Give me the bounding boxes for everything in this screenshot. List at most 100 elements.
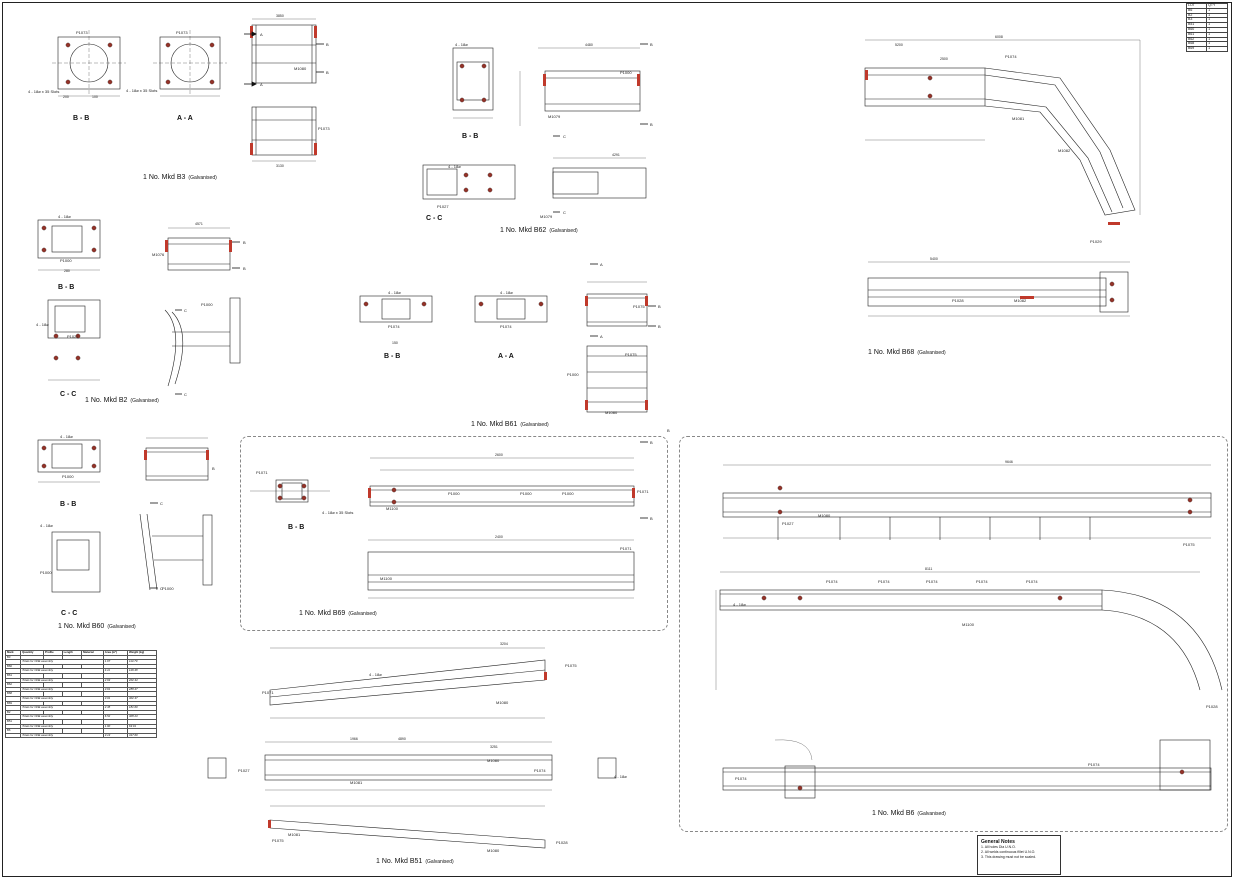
hole-callouts: 4 - 18ø x 35 Slots 4 - 18ø x 35 Slots 4 … — [28, 42, 746, 779]
b2-cc-title: C - C — [60, 391, 77, 398]
part-label: M1100 — [962, 622, 975, 627]
b61-section-aa — [474, 295, 548, 323]
dim-3850: 3850 — [276, 14, 284, 18]
b62-bb-title: B - B — [462, 133, 479, 140]
b62-section-bb — [452, 47, 494, 119]
hole-callout: 4 - 18ø — [455, 42, 468, 47]
part-label: P1073 — [176, 30, 188, 35]
dim-2500: 2500 — [940, 57, 948, 61]
b62-lower-elevation — [552, 157, 647, 199]
dim-3251: 3251 — [490, 745, 498, 749]
b61-aa-title: A - A — [498, 353, 514, 360]
dim-3130: 3130 — [276, 164, 284, 168]
part-label: M1080 — [496, 700, 509, 705]
marker-a: A — [600, 262, 603, 267]
b69-elevation-top — [369, 457, 635, 507]
part-label: P1073 — [318, 126, 330, 131]
b3-elevation-top — [251, 18, 317, 84]
dim-4480: 4480 — [585, 43, 593, 47]
marker-b: B — [212, 466, 215, 471]
part-label: M1079 — [548, 114, 561, 119]
hole-callout: 4 - 18ø x 35 Slots — [322, 510, 353, 515]
material-group-row: B61 — [4, 673, 157, 679]
dim-8111: 8111 — [925, 567, 932, 571]
part-label: P1074 — [1005, 54, 1017, 59]
part-label: P1074 — [1026, 579, 1038, 584]
b68-plan — [864, 39, 1141, 216]
part-label: P1074 — [500, 324, 512, 329]
b6-elevation-curved — [715, 571, 1223, 691]
b2-section-bb — [37, 219, 101, 271]
b69-panel — [240, 436, 668, 631]
part-label: P1000 — [40, 570, 52, 575]
note-item: 2. All welds continuous fillet U.N.O. — [981, 850, 1036, 854]
section-cut-markers — [150, 31, 656, 589]
part-label: P1074 — [878, 579, 890, 584]
marker-c: C — [563, 210, 566, 215]
note-item: 3. This drawing must not be scaled. — [981, 855, 1036, 859]
marker-b: B — [658, 324, 661, 329]
b69-elevation-bottom — [367, 539, 635, 599]
b3-section-bb — [52, 30, 126, 97]
b61-section-bb — [359, 295, 433, 323]
end-plates — [144, 26, 1120, 828]
hole-callout: 4 - 18ø — [40, 523, 53, 528]
b61-elevation-bottom — [586, 345, 648, 413]
general-notes: General Notes 1. All holes Dia U.N.O. 2.… — [977, 835, 1061, 875]
part-label: P1027 — [67, 334, 79, 339]
part-label: P1074 — [926, 579, 938, 584]
caption-b68: 1 No. Mkd B68(Galvanised) — [868, 349, 946, 356]
part-label: M1079 — [540, 214, 553, 219]
part-label: P1075 — [633, 304, 645, 309]
marker-a: A — [600, 334, 603, 339]
b2-curved-elevation — [164, 297, 241, 387]
marker-a: A — [260, 82, 263, 87]
dim-9646: 9646 — [1005, 460, 1013, 464]
part-label: M1081 — [1012, 116, 1025, 121]
part-label: P1000 — [520, 491, 532, 496]
marker-b: B — [243, 266, 246, 271]
marker-c: C — [184, 308, 187, 313]
b51-elevation-top — [269, 647, 546, 719]
part-label: P1028 — [1206, 704, 1218, 709]
part-label: P1071 — [256, 470, 268, 475]
part-label: P1028 — [556, 840, 568, 845]
b69-section-bb — [250, 479, 330, 503]
part-label: P1075 — [272, 838, 284, 843]
part-label: P1075 — [625, 352, 637, 357]
dim-150: 150 — [392, 341, 398, 345]
part-label: P1028 — [952, 298, 964, 303]
caption-b51: 1 No. Mkd B51(Galvanised) — [376, 858, 454, 865]
b6-panel — [679, 436, 1228, 832]
b60-skew-elevation — [139, 513, 213, 591]
b60-elevation-top — [145, 437, 209, 481]
b3-bb-title: B - B — [73, 115, 90, 122]
dimension-text: 3850 3130 4480 4291 4571 6008 5200 2500 … — [63, 14, 1013, 749]
b69-bb-title: B - B — [288, 524, 305, 531]
b2-bb-title: B - B — [58, 284, 75, 291]
b2-section-cc — [47, 299, 101, 381]
part-label: P1000 — [60, 258, 72, 263]
marker-c: C — [184, 392, 187, 397]
dim-2400: 2400 — [495, 535, 503, 539]
marker-b: B — [658, 304, 661, 309]
marker-b: B — [650, 440, 653, 445]
part-label: M1076 — [152, 252, 165, 257]
b51-elevation-middle — [207, 741, 617, 791]
part-label: M1080 — [818, 513, 831, 518]
marker-b: B — [650, 516, 653, 521]
dim-3204: 3204 — [500, 642, 508, 646]
marker-b: B — [667, 428, 670, 433]
part-label: P1027 — [238, 768, 250, 773]
part-label: M1080 — [487, 848, 500, 853]
hole-callout: 4 - 18ø — [614, 774, 627, 779]
dim-100: 100 — [92, 95, 98, 99]
part-label: P1074 — [388, 324, 400, 329]
b60-section-cc — [51, 531, 101, 593]
b60-cc-title: C - C — [61, 610, 78, 617]
b60-section-bb — [37, 439, 101, 483]
marker-b: B — [650, 42, 653, 47]
b60-bb-title: B - B — [60, 501, 77, 508]
